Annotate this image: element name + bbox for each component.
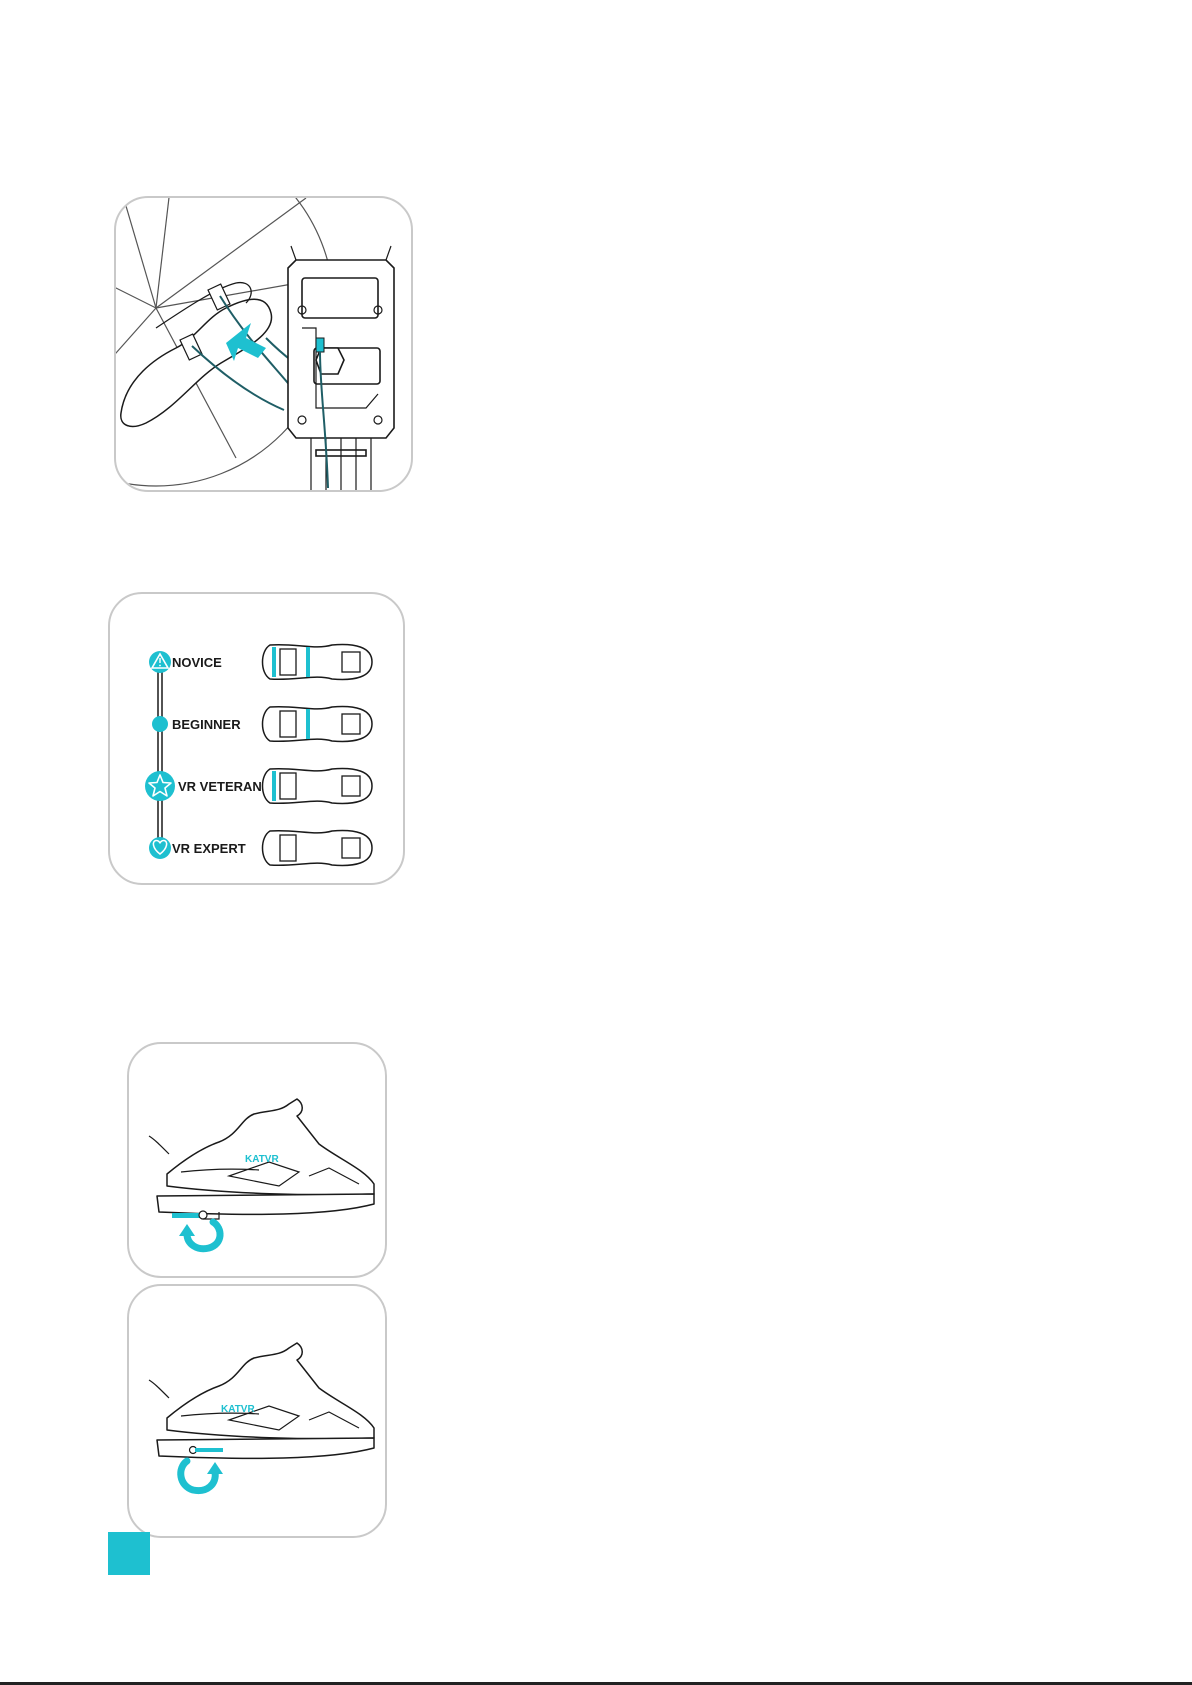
shoe-brand-2: KATVR [221, 1404, 255, 1415]
level-label-beginner: BEGINNER [172, 717, 241, 732]
sole-diagram-icon [263, 645, 373, 680]
base-sensor-illustration-panel [114, 196, 413, 492]
level-label-novice: NOVICE [172, 655, 222, 670]
rotate-counterclockwise-icon [179, 1222, 220, 1249]
level-label-expert: VR EXPERT [172, 841, 246, 856]
warning-triangle-icon [149, 651, 171, 673]
experience-levels-chart: NOVICE BEGINNER VR VETERAN VR EXPERT [110, 594, 405, 885]
strap-marker [306, 647, 310, 677]
shoe-illustration-1: KATVR [129, 1044, 387, 1278]
shoe-illustration-2: KATVR [129, 1286, 387, 1538]
strap-marker [272, 771, 276, 801]
star-icon [145, 771, 175, 801]
dot-icon [152, 716, 168, 732]
page-corner-marker [108, 1532, 150, 1575]
sole-diagram-icon [263, 707, 373, 742]
experience-levels-panel: NOVICE BEGINNER VR VETERAN VR EXPERT [108, 592, 405, 885]
shoe-adjust-panel-1: KATVR [127, 1042, 387, 1278]
shoe-brand-1: KATVR [245, 1154, 279, 1165]
sensor-cable-icon [316, 338, 324, 352]
rotate-clockwise-icon [181, 1461, 223, 1491]
strap-marker [272, 647, 276, 677]
sole-diagram-icon [263, 769, 373, 804]
strap-marker [306, 709, 310, 739]
shoe-adjust-panel-2: KATVR [127, 1284, 387, 1538]
treadmill-base-icon [116, 198, 413, 492]
level-label-veteran: VR VETERAN [178, 779, 262, 794]
sole-diagram-icon [263, 831, 373, 866]
heart-icon [149, 837, 171, 859]
